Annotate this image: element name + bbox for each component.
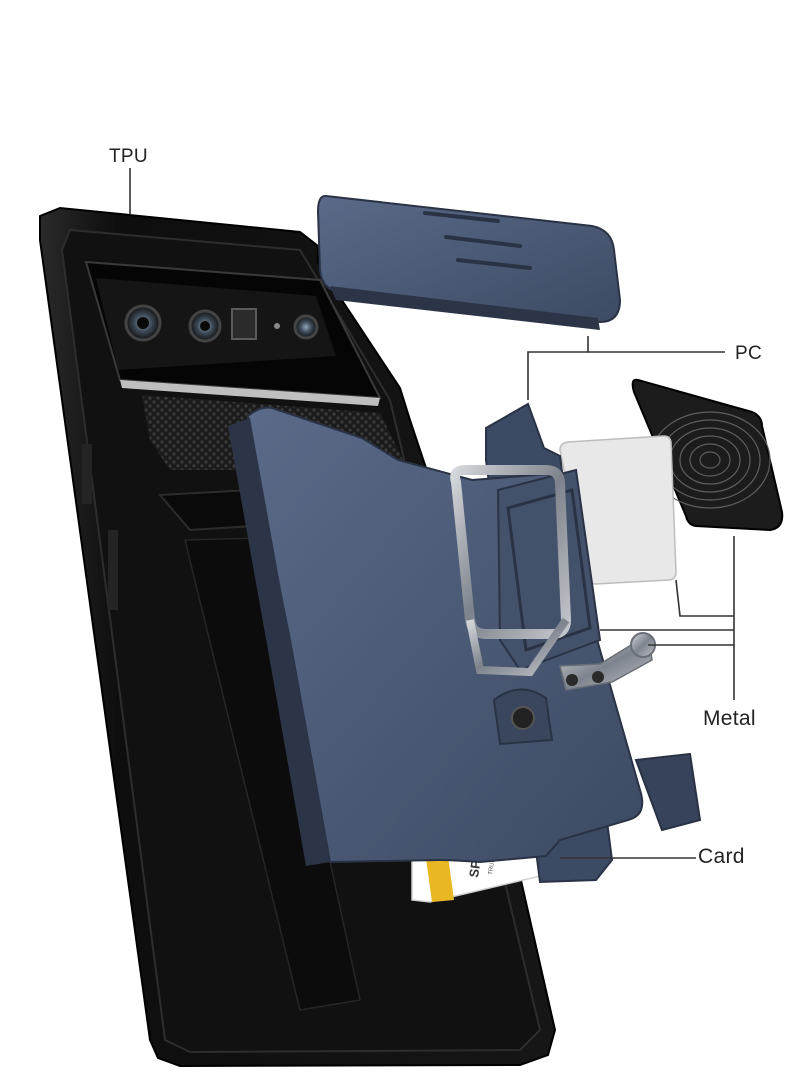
camera-lens-icon xyxy=(293,314,319,340)
label-tpu: TPU xyxy=(109,146,148,167)
camera-lens-icon xyxy=(188,309,222,343)
sensor-icon xyxy=(231,308,257,340)
flash-icon xyxy=(274,323,280,329)
leader-lines xyxy=(129,168,735,859)
side-button xyxy=(108,530,118,610)
label-card: Card xyxy=(698,845,745,868)
label-metal: Metal xyxy=(703,707,756,730)
screw-icon xyxy=(511,706,535,730)
label-pc: PC xyxy=(735,343,762,364)
camera-lens-icon xyxy=(124,304,162,342)
metal-plate xyxy=(631,378,784,532)
slide-camera-cover xyxy=(316,194,622,330)
side-button xyxy=(82,444,92,504)
metal-ring-kickstand xyxy=(450,465,656,691)
white-shim-plate xyxy=(559,435,677,585)
pc-card-holder xyxy=(228,402,702,884)
